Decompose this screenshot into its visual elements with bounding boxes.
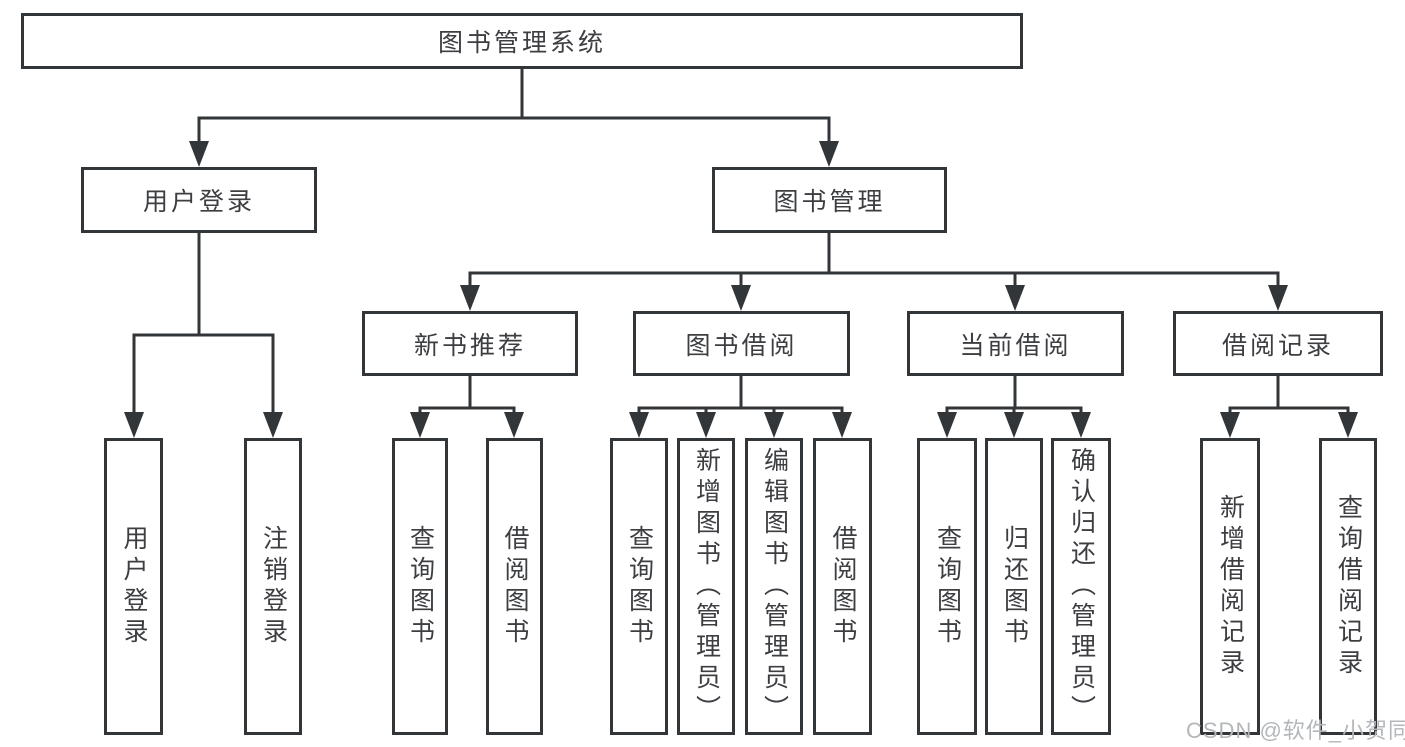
- node-new-book-recommend-label: 新书推荐: [413, 331, 526, 360]
- node-leaf-add-book-admin: 新增图书（管理员）: [677, 438, 735, 735]
- node-leaf-confirm-return-admin-label: 确认归还（管理员）: [1067, 447, 1096, 726]
- node-borrow-records-label: 借阅记录: [1221, 331, 1334, 360]
- arrowhead-icon: [410, 412, 430, 438]
- node-leaf-return-book: 归还图书: [985, 438, 1043, 735]
- node-book-borrowing-label: 图书借阅: [685, 331, 798, 360]
- arrowhead-icon: [124, 412, 144, 438]
- node-leaf-query-borrow-record-label: 查询借阅记录: [1334, 493, 1363, 680]
- arrowhead-icon: [263, 412, 283, 438]
- connector-currentborrow-to-children: [945, 374, 1083, 418]
- arrowhead-icon: [460, 285, 480, 311]
- node-user-login-label: 用户登录: [142, 188, 255, 216]
- arrowhead-icon: [764, 412, 784, 438]
- node-leaf-confirm-return-admin: 确认归还（管理员）: [1051, 438, 1111, 735]
- node-leaf-borrow-books-recommend-label: 借阅图书: [501, 524, 529, 649]
- node-leaf-return-book-label: 归还图书: [1000, 524, 1029, 649]
- node-leaf-edit-book-admin: 编辑图书（管理员）: [745, 438, 803, 735]
- arrowhead-icon: [731, 285, 751, 311]
- arrowhead-icon: [1338, 412, 1358, 438]
- node-leaf-query-books-recommend-label: 查询图书: [406, 524, 435, 649]
- arrowhead-icon: [819, 141, 839, 167]
- node-user-login: 用户登录: [81, 167, 317, 233]
- node-current-borrowing: 当前借阅: [907, 311, 1124, 376]
- connector-borrowrecords-to-children: [1228, 374, 1350, 418]
- node-leaf-add-borrow-record: 新增借阅记录: [1200, 438, 1260, 735]
- connector-bookborrow-to-children: [637, 374, 844, 418]
- node-book-management: 图书管理: [712, 167, 947, 233]
- node-new-book-recommend: 新书推荐: [362, 311, 578, 376]
- node-leaf-query-books-borrowing-label: 查询图书: [625, 524, 654, 649]
- watermark: CSDN @软件_小贺同学: [1186, 718, 1405, 743]
- node-leaf-add-borrow-record-label: 新增借阅记录: [1216, 493, 1245, 680]
- arrowhead-icon: [696, 412, 716, 438]
- node-book-management-label: 图书管理: [773, 188, 886, 216]
- arrowhead-icon: [832, 412, 852, 438]
- node-leaf-borrow-books: 借阅图书: [813, 438, 872, 735]
- node-leaf-user-login: 用户登录: [104, 438, 163, 735]
- node-current-borrowing-label: 当前借阅: [959, 331, 1072, 360]
- node-borrow-records: 借阅记录: [1173, 311, 1383, 376]
- connector-userlogin-to-children: [132, 231, 275, 418]
- node-leaf-query-borrow-record: 查询借阅记录: [1319, 438, 1377, 735]
- arrowhead-icon: [1220, 412, 1240, 438]
- arrowhead-icon: [1005, 285, 1025, 311]
- connector-newbook-to-children: [418, 374, 516, 418]
- connector-root-to-level2: [197, 67, 831, 147]
- node-leaf-edit-book-admin-label: 编辑图书（管理员）: [760, 447, 789, 726]
- arrowhead-icon: [1071, 412, 1091, 438]
- arrowhead-icon: [1004, 412, 1024, 438]
- node-root-label: 图书管理系统: [437, 29, 606, 57]
- arrowhead-icon: [504, 412, 524, 438]
- node-leaf-query-books-recommend: 查询图书: [392, 438, 448, 735]
- node-leaf-logout: 注销登录: [244, 438, 302, 735]
- node-leaf-borrow-books-recommend: 借阅图书: [486, 438, 543, 735]
- node-root: 图书管理系统: [21, 13, 1023, 69]
- node-leaf-borrow-books-label: 借阅图书: [829, 524, 857, 649]
- node-leaf-logout-label: 注销登录: [259, 524, 288, 649]
- node-leaf-query-books-borrowing: 查询图书: [610, 438, 668, 735]
- node-leaf-query-books-current: 查询图书: [917, 438, 977, 735]
- arrowhead-icon: [1268, 285, 1288, 311]
- arrowhead-icon: [189, 141, 209, 167]
- arrowhead-icon: [937, 412, 957, 438]
- node-leaf-user-login-label: 用户登录: [120, 524, 148, 649]
- node-leaf-add-book-admin-label: 新增图书（管理员）: [692, 447, 721, 726]
- arrowhead-icon: [629, 412, 649, 438]
- node-leaf-query-books-current-label: 查询图书: [933, 524, 962, 649]
- node-book-borrowing: 图书借阅: [633, 311, 850, 376]
- connector-bookmgmt-to-level3: [468, 231, 1280, 291]
